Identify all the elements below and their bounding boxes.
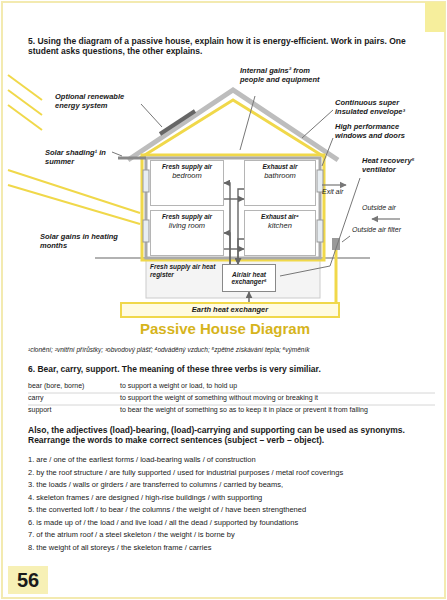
basement bbox=[146, 258, 320, 298]
node-text: Exhaust air⁴ bbox=[261, 213, 299, 220]
node-text: Fresh supply air bbox=[162, 213, 212, 220]
exercise-instruction: Also, the adjectives (load)-bearing, (lo… bbox=[28, 425, 433, 445]
room-box: Exhaust air bathroom bbox=[244, 160, 316, 206]
room-box: Exhaust air⁴ kitchen bbox=[244, 210, 316, 256]
node-text: 56 bbox=[17, 569, 39, 592]
outside-air-arrow bbox=[372, 218, 400, 219]
node-text: Air/air heat exchanger⁶ bbox=[225, 271, 273, 286]
room-box: Fresh supply air bedroom bbox=[150, 160, 224, 206]
table-cell: to support a weight or load, to hold up bbox=[120, 382, 440, 390]
callout-label: Solar gains in heating months bbox=[40, 232, 125, 250]
callout-label: Outside air bbox=[362, 204, 422, 212]
roof bbox=[128, 90, 338, 160]
exercise-instruction: 5. Using the diagram of a passive house,… bbox=[28, 36, 423, 56]
callout-label: Continuous super insulated envelope³ bbox=[335, 98, 430, 116]
exercise-item: 6. is made up of / the load / and live l… bbox=[28, 518, 438, 527]
winter-sun-rays bbox=[8, 170, 140, 224]
table-cell: to bear the weight of something so as to… bbox=[120, 406, 440, 414]
callout-label: Exit air bbox=[322, 188, 352, 196]
table-cell: to support the weight of something witho… bbox=[120, 394, 440, 402]
shading-overhang bbox=[118, 157, 146, 160]
node-text: living room bbox=[169, 222, 205, 231]
footnote: ¹clonění; ²vnitřní přírůstky; ³obvodový … bbox=[28, 346, 443, 354]
node-text: Earth heat exchanger bbox=[192, 306, 268, 315]
page-number: 56 bbox=[8, 566, 48, 594]
air-duct-arrow bbox=[224, 198, 244, 199]
air-duct-arrow bbox=[224, 248, 244, 249]
node-text: Fresh supply air bbox=[162, 163, 212, 170]
diagram-title: Passive House Diagram bbox=[100, 320, 350, 338]
callout-label: Heat recovery⁵ ventilator bbox=[362, 156, 440, 174]
insulated-envelope bbox=[142, 155, 324, 260]
summer-sun-rays bbox=[8, 75, 42, 130]
exercise-item: 4. skeleton frames / are designed / high… bbox=[28, 493, 438, 502]
intake-pipe bbox=[335, 250, 338, 302]
earth-heat-exchanger-band: Earth heat exchanger bbox=[120, 302, 340, 318]
callout-label: Internal gains² from people and equipmen… bbox=[240, 66, 330, 84]
room-box: Fresh supply air living room bbox=[150, 210, 224, 256]
table-cell: support bbox=[28, 406, 118, 414]
exercise-heading: 6. Bear, carry, support. The meaning of … bbox=[28, 364, 438, 374]
air-duct-arrow bbox=[224, 233, 230, 264]
leader-line bbox=[112, 96, 360, 276]
table-cell: bear (bore, borne) bbox=[28, 382, 118, 390]
table-cell: carry bbox=[28, 394, 118, 402]
exercise-item: 3. the loads / walls or girders / are tr… bbox=[28, 480, 438, 489]
node-text: kitchen bbox=[268, 222, 292, 231]
air-duct-arrow bbox=[248, 292, 249, 302]
callout-label: Fresh supply air heat register bbox=[150, 263, 218, 279]
callout-label: Optional renewable energy system bbox=[55, 92, 141, 110]
exercise-item: 5. the converted loft / to bear / the co… bbox=[28, 505, 438, 514]
air-duct-arrow bbox=[224, 183, 230, 264]
exit-air-arrow bbox=[322, 184, 346, 185]
exercise-item: 7. of the atrium roof / a steel skeleton… bbox=[28, 530, 438, 539]
solar-panel bbox=[160, 111, 195, 134]
heat-exchanger-box: Air/air heat exchanger⁶ bbox=[222, 264, 276, 292]
callout-label: Outside air filter bbox=[352, 226, 412, 234]
node-text: bedroom bbox=[172, 172, 202, 181]
corner-tab bbox=[425, 2, 445, 32]
exercise-item: 2. by the roof structure / are fully sup… bbox=[28, 468, 438, 477]
insulated-envelope bbox=[140, 100, 326, 158]
node-text: bathroom bbox=[264, 172, 296, 181]
house-walls bbox=[146, 158, 320, 258]
exercise-item: 8. the weight of all storeys / the skele… bbox=[28, 543, 438, 552]
exercise-item: 1. are / one of the earliest forms / loa… bbox=[28, 455, 438, 464]
node-text: Exhaust air bbox=[262, 163, 297, 170]
callout-label: High performance windows and doors bbox=[335, 122, 430, 140]
callout-label: Solar shading¹ in summer bbox=[45, 148, 111, 166]
